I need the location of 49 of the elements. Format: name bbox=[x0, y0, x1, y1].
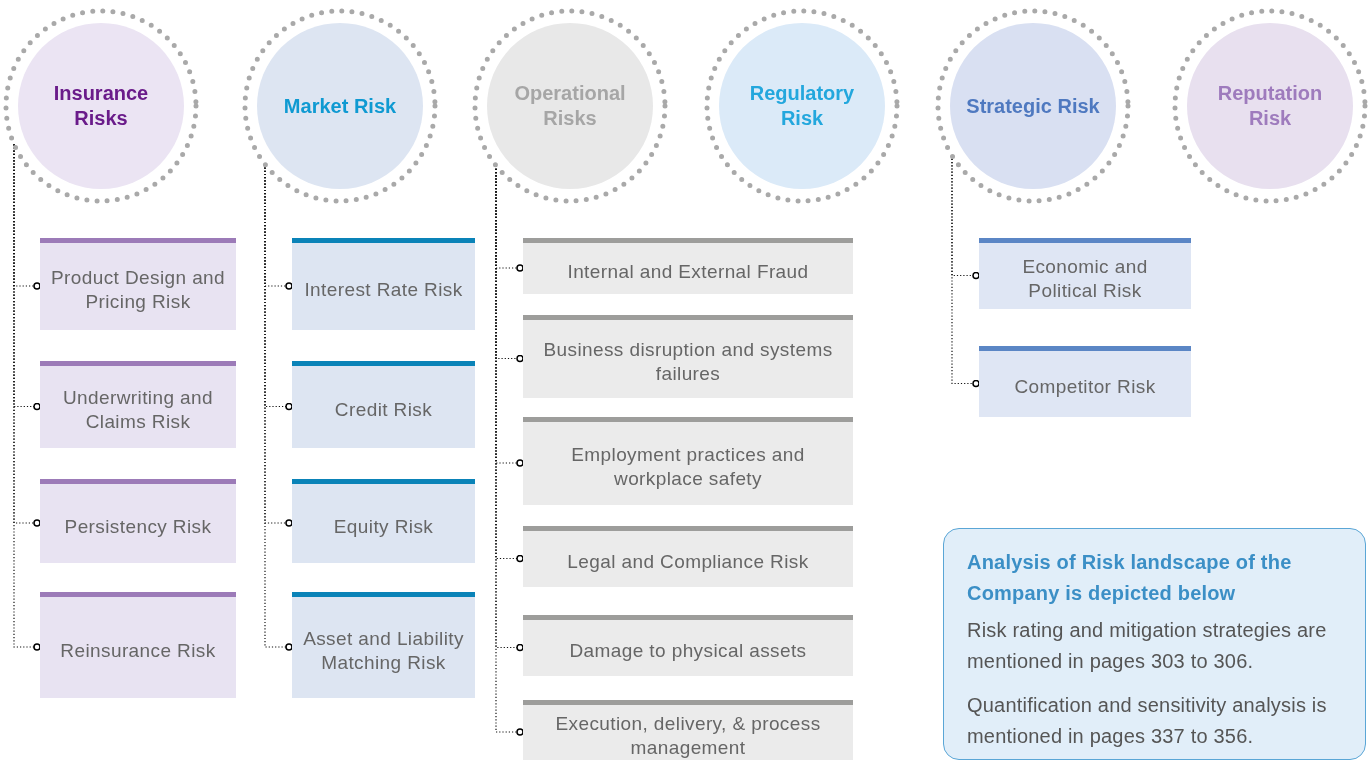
category-title: Regulatory Risk bbox=[748, 81, 856, 131]
risk-item-box bbox=[523, 238, 853, 294]
info-title: Analysis of Risk landscape of the Company is depicted below bbox=[967, 550, 1293, 606]
risk-item-box bbox=[40, 592, 236, 698]
risk-item-box bbox=[40, 238, 236, 330]
category-title: Insurance Risks bbox=[52, 81, 150, 131]
risk-category-circle bbox=[935, 8, 1131, 204]
risk-item-box bbox=[40, 479, 236, 563]
risk-category-circle bbox=[3, 8, 199, 204]
risk-category-circle bbox=[1172, 8, 1368, 204]
risk-item-label: Internal and External Fraud bbox=[567, 259, 809, 284]
category-title: Reputation Risk bbox=[1216, 81, 1324, 131]
risk-item-label: Underwriting and Claims Risk bbox=[61, 386, 214, 434]
info-note: Quantification and sensitivity analysis is mentioned in pages 337 to 356. bbox=[967, 693, 1328, 749]
risk-item-label: Employment practices and workplace safety bbox=[570, 442, 806, 491]
category-title: Operational Risks bbox=[513, 81, 627, 131]
risk-item-label: Economic and Political Risk bbox=[1021, 255, 1149, 303]
risk-item-label: Damage to physical assets bbox=[569, 639, 807, 663]
risk-item-box bbox=[523, 417, 853, 505]
risk-item-label: Competitor Risk bbox=[1014, 375, 1156, 399]
risk-item-box bbox=[979, 238, 1191, 309]
risk-item-box bbox=[523, 526, 853, 587]
risk-item-box bbox=[292, 361, 475, 448]
risk-item-label: Asset and Liability Matching Risk bbox=[302, 626, 465, 675]
info-note: Risk rating and mitigation strategies are mentioned in pages 303 to 306. bbox=[967, 618, 1328, 674]
risk-item-label: Product Design and Pricing Risk bbox=[50, 265, 226, 314]
info-card bbox=[943, 528, 1366, 760]
risk-item-label: Credit Risk bbox=[334, 398, 433, 422]
risk-item-box bbox=[292, 592, 475, 698]
risk-item-box bbox=[523, 615, 853, 676]
risk-item-label: Interest Rate Risk bbox=[304, 277, 463, 302]
risk-item-box bbox=[40, 361, 236, 448]
risk-item-label: Execution, delivery, & process management bbox=[554, 711, 822, 760]
category-title: Strategic Risk bbox=[966, 93, 1100, 119]
category-title: Market Risk bbox=[283, 93, 397, 119]
risk-item-box bbox=[979, 346, 1191, 417]
risk-category-circle bbox=[242, 8, 438, 204]
risk-item-box bbox=[523, 315, 853, 398]
risk-item-box bbox=[523, 700, 853, 760]
connector-line bbox=[13, 143, 41, 651]
risk-category-circle bbox=[472, 8, 668, 204]
risk-item-label: Persistency Risk bbox=[64, 514, 212, 539]
risk-item-box bbox=[292, 479, 475, 563]
risk-category-circle bbox=[704, 8, 900, 204]
risk-item-box bbox=[292, 238, 475, 330]
risk-item-label: Legal and Compliance Risk bbox=[567, 550, 809, 574]
risk-item-label: Business disruption and systems failures bbox=[542, 338, 834, 386]
risk-item-label: Equity Risk bbox=[333, 514, 434, 539]
risk-item-label: Reinsurance Risk bbox=[60, 638, 216, 663]
